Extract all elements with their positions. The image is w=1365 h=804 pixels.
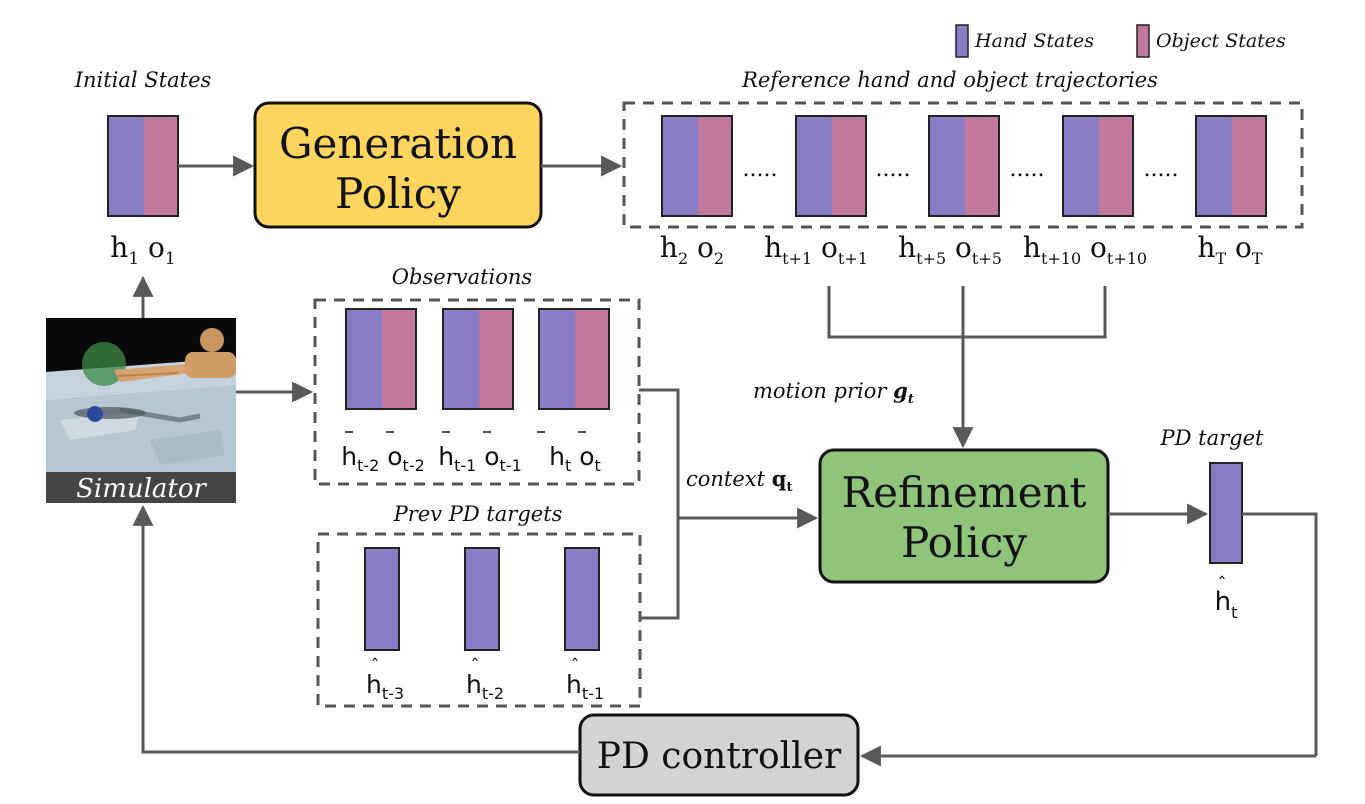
prev-pd-targets-label: Prev PD targets xyxy=(393,502,563,526)
observation-state-block xyxy=(345,308,417,410)
reference-dots-2: ..... xyxy=(876,157,911,182)
observation-state-label: ht-1 ot-1 xyxy=(438,442,522,475)
initial-state-block xyxy=(107,115,179,217)
pd-target-hat: ˆ xyxy=(1218,574,1227,595)
observation-states-group: ht-2 ot-2 ht-1 ot-1 ht ot xyxy=(341,308,610,475)
refinement-policy-block xyxy=(818,448,1110,584)
initial-state-label: h1 o1 xyxy=(110,231,175,269)
pd-controller-block xyxy=(578,713,860,797)
prev-target-block xyxy=(464,547,500,651)
legend-hand-label: Hand States xyxy=(974,30,1094,52)
reference-state-label: ht+5 ot+5 xyxy=(898,231,1002,268)
observation-state-label: ht ot xyxy=(549,442,601,475)
reference-state-block xyxy=(1062,115,1134,217)
legend-hand-swatch xyxy=(955,24,969,58)
reference-trajectories-frame xyxy=(622,101,1304,229)
legend-object-label: Object States xyxy=(1156,30,1286,52)
arrow-controller-to-simulator xyxy=(132,504,580,754)
pd-controller-label: PD controller xyxy=(597,736,842,777)
reference-state-block xyxy=(928,115,1000,217)
reference-states-group: h2 o2 ht+1 ot+1 ht+5 ot+5 ht+10 ot+10 hT oT xyxy=(660,115,1267,268)
prev-target-label: ht-1 xyxy=(566,670,604,703)
observation-state-label: ht-2 ot-2 xyxy=(341,442,425,475)
pd-target-block xyxy=(1209,462,1243,564)
simulator-image xyxy=(46,318,236,503)
pd-target-symbol: ht xyxy=(1215,587,1238,622)
observation-state-block xyxy=(442,308,514,410)
reference-dots-4: ..... xyxy=(1144,157,1179,182)
reference-state-label: ht+10 ot+10 xyxy=(1023,231,1147,268)
observation-state-block xyxy=(538,308,610,410)
context-label: context qt xyxy=(686,466,792,495)
refinement-policy-line-2: Policy xyxy=(901,518,1027,567)
reference-state-block xyxy=(795,115,867,217)
observations-frame xyxy=(313,298,641,486)
prev-target-hat: ˆ xyxy=(571,656,580,677)
generation-policy-line-1: Generation xyxy=(279,119,517,168)
pd-target-to-controller-path xyxy=(1242,512,1318,756)
pd-target-label: PD target xyxy=(1160,426,1265,450)
reference-state-label: hT oT xyxy=(1197,231,1262,268)
reference-dots-1: ..... xyxy=(743,157,778,182)
motion-prior-bracket xyxy=(827,286,1107,339)
connectors xyxy=(132,155,1318,767)
generation-policy-line-2: Policy xyxy=(335,169,461,218)
legend-object-swatch xyxy=(1136,24,1150,58)
prev-pd-targets-frame xyxy=(316,532,642,708)
prev-target-label: ht-2 xyxy=(466,670,504,703)
prev-target-hat: ˆ xyxy=(371,656,380,677)
reference-state-label: h2 o2 xyxy=(660,231,724,268)
prev-target-block xyxy=(564,547,600,651)
observations-connector xyxy=(639,388,680,620)
reference-state-label: ht+1 ot+1 xyxy=(764,231,868,268)
reference-state-block xyxy=(661,115,733,217)
simulator-label: Simulator xyxy=(76,474,207,504)
refinement-policy-line-1: Refinement xyxy=(841,468,1086,517)
initial-states-label: Initial States xyxy=(74,68,212,92)
motion-prior-label: motion prior gt xyxy=(753,378,914,407)
observations-label: Observations xyxy=(392,265,533,289)
reference-state-block xyxy=(1195,115,1267,217)
prev-target-hat: ˆ xyxy=(471,656,480,677)
prev-target-label: ht-3 xyxy=(366,670,404,703)
reference-trajectories-label: Reference hand and object trajectories xyxy=(741,68,1158,92)
reference-dots-3: ..... xyxy=(1010,157,1045,182)
prev-target-block xyxy=(364,547,400,651)
